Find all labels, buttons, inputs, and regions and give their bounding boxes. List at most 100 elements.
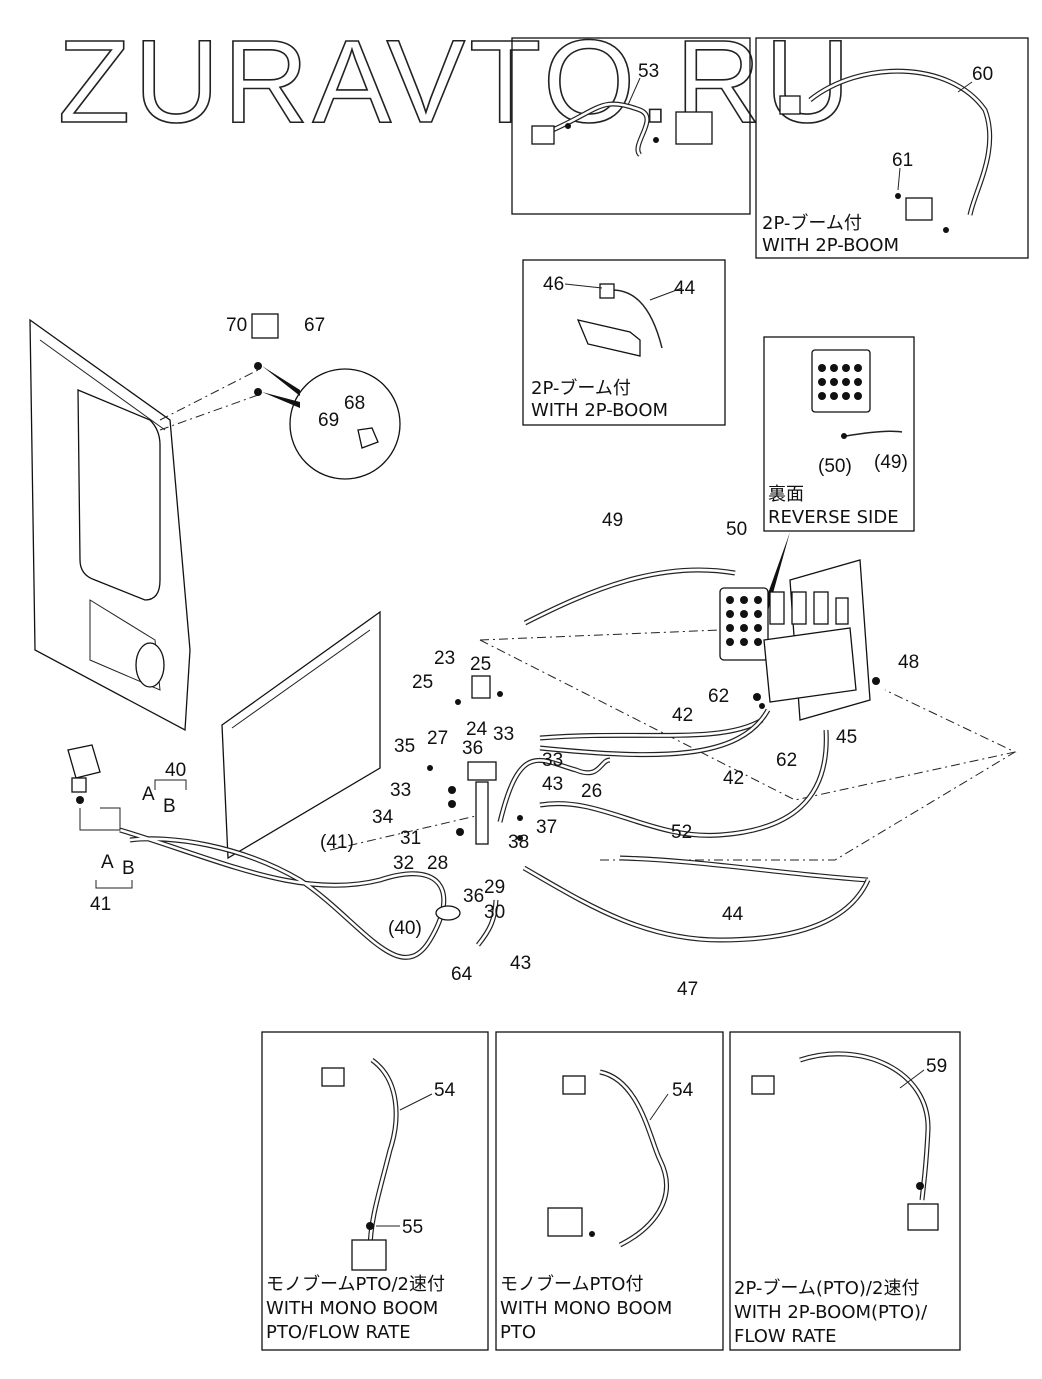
inset-frame (763, 336, 915, 532)
callout: 23 (434, 648, 455, 669)
callout: 49 (602, 510, 623, 531)
callout: 50 (726, 519, 747, 540)
inset-caption-jp: 2P-ブーム(PTO)/2速付 (734, 1277, 919, 1299)
callout: A (101, 852, 114, 873)
valve-block (675, 111, 713, 145)
callout: 62 (776, 750, 797, 771)
part-label: 53 (638, 61, 659, 82)
part-label: 55 (402, 1217, 423, 1238)
inset-frame (522, 259, 726, 426)
callout: 32 (393, 853, 414, 874)
callout: 70 (226, 315, 247, 336)
callout: 36 (463, 886, 484, 907)
inset-caption-jp: モノブームPTO/2速付 (266, 1273, 445, 1295)
callout: 44 (722, 904, 744, 925)
inset-middle: 46 44 2P-ブーム付 WITH 2P-BOOM (522, 259, 726, 426)
callout: 24 (466, 719, 488, 740)
inset-caption-jp: 2P-ブーム付 (762, 212, 862, 234)
callout: 42 (723, 768, 744, 789)
inset-caption-en: WITH 2P-BOOM (531, 400, 668, 421)
callout: 25 (412, 672, 433, 693)
callout: (40) (388, 918, 422, 939)
control-valve (719, 559, 880, 721)
callout: 27 (427, 728, 448, 749)
hoses (119, 567, 871, 960)
inset-caption-en: WITH 2P-BOOM(PTO)/ (734, 1302, 928, 1323)
callout: 40 (165, 760, 186, 781)
callout: B (122, 858, 135, 879)
pilot-joystick (67, 744, 121, 831)
callout: 41 (90, 894, 111, 915)
callout: 52 (671, 822, 692, 843)
part-label: (49) (874, 452, 908, 473)
callout: 30 (484, 902, 505, 923)
callout: 29 (484, 877, 505, 898)
hose-fitting (779, 95, 801, 115)
callout: 33 (542, 750, 563, 771)
callout: 28 (427, 853, 448, 874)
inset-top-right: 60 61 2P-ブーム付 WITH 2P-BOOM (755, 37, 1029, 259)
callout: 43 (542, 774, 563, 795)
inset-caption-jp: モノブームPTO付 (500, 1273, 643, 1295)
back-panel (221, 610, 381, 860)
inset-frame (511, 37, 751, 215)
valve-block (576, 319, 641, 357)
inset-caption-en: WITH MONO BOOM (500, 1298, 672, 1319)
callout: 33 (493, 724, 514, 745)
callout: 42 (672, 705, 693, 726)
part-label: 44 (674, 278, 696, 299)
part-label: 61 (892, 150, 913, 171)
callout: 33 (390, 780, 411, 801)
callout: 68 (344, 393, 365, 414)
inset-bottom-3: 59 2P-ブーム(PTO)/2速付 WITH 2P-BOOM(PTO)/ FL… (729, 1031, 961, 1351)
inset-reverse-side: (50) (49) 裏面 REVERSE SIDE (763, 336, 915, 532)
bracket-block (251, 313, 279, 339)
callout: 26 (581, 781, 602, 802)
part-label: 54 (434, 1080, 456, 1101)
callout: 35 (394, 736, 415, 757)
callout: 37 (536, 817, 557, 838)
inset-caption-en: REVERSE SIDE (768, 507, 899, 528)
inset-top-left: 53 (511, 37, 751, 215)
callout: B (163, 796, 176, 817)
detail-circle (289, 368, 401, 480)
part-label: (50) (818, 456, 852, 477)
inset-frame (261, 1031, 489, 1351)
callout: 64 (451, 964, 473, 985)
inset-caption-en: WITH MONO BOOM (266, 1298, 438, 1319)
callout: 36 (462, 738, 483, 759)
inset-caption-jp: 裏面 (768, 484, 804, 505)
inset-bottom-2: 54 モノブームPTO付 WITH MONO BOOM PTO (495, 1031, 724, 1351)
callout: 62 (708, 686, 729, 707)
callout: 67 (304, 315, 325, 336)
inset-caption-en: PTO/FLOW RATE (266, 1322, 411, 1343)
inset-frame (729, 1031, 961, 1351)
inset-bottom-1: 54 55 モノブームPTO/2速付 WITH MONO BOOM PTO/FL… (261, 1031, 489, 1351)
valve-block (905, 197, 933, 221)
cab-panel (29, 318, 259, 732)
inset-caption-en: FLOW RATE (734, 1326, 837, 1347)
callout: 25 (470, 654, 491, 675)
inset-frame (755, 37, 1029, 259)
callout: 38 (508, 832, 529, 853)
callout: (41) (320, 832, 354, 853)
inset-caption-en: WITH 2P-BOOM (762, 235, 899, 256)
manifold-block (427, 675, 523, 921)
callout: 48 (898, 652, 919, 673)
part-label: 46 (543, 274, 564, 295)
part-label: 59 (926, 1056, 947, 1077)
hose-fitting (531, 125, 555, 145)
callout: 47 (677, 979, 698, 1000)
callout: 69 (318, 410, 339, 431)
watermark: ZURAVTO.RU (58, 16, 854, 148)
callout: 45 (836, 727, 857, 748)
inset-caption-jp: 2P-ブーム付 (531, 377, 631, 399)
inset-frame (495, 1031, 724, 1351)
callout: 43 (510, 953, 531, 974)
callout: A (142, 784, 155, 805)
callout: 34 (372, 807, 394, 828)
inset-caption-en: PTO (500, 1322, 536, 1343)
part-label: 60 (972, 64, 993, 85)
callout: 31 (400, 828, 421, 849)
